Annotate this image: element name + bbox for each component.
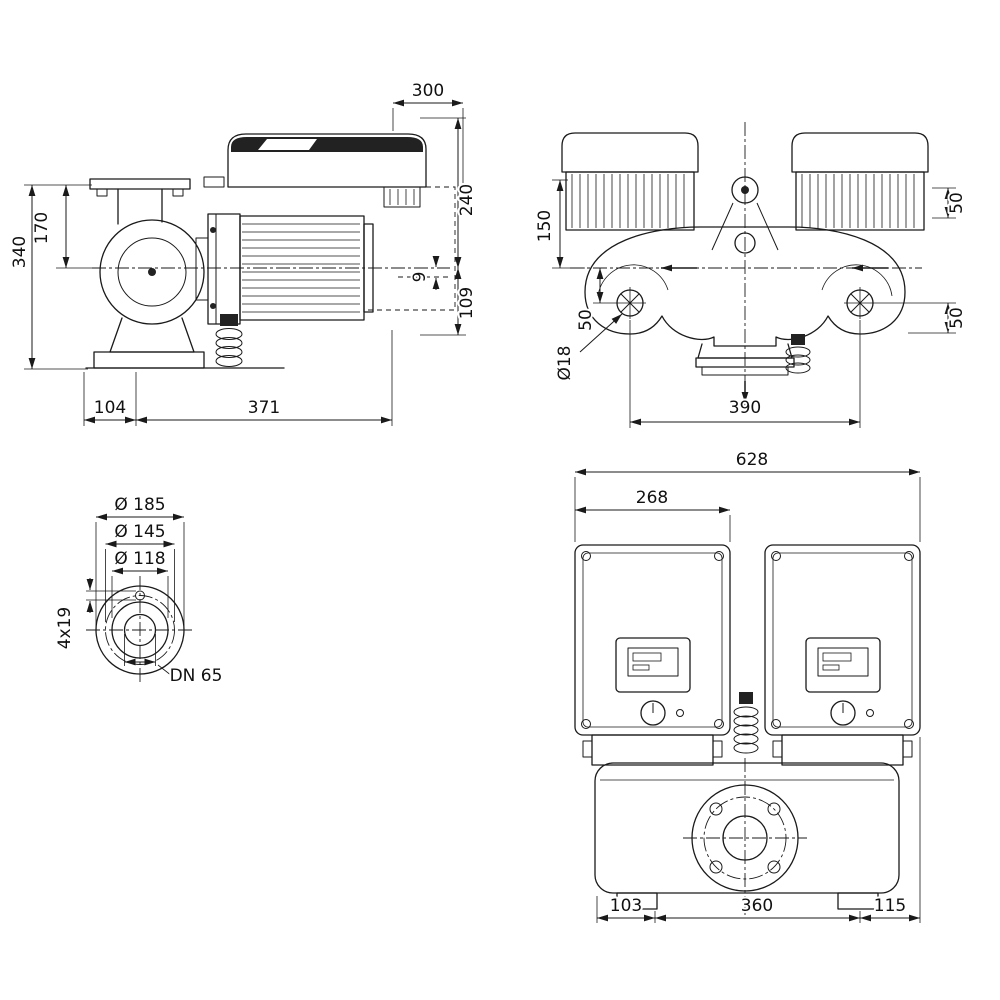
dim-top-150: 150: [535, 210, 555, 242]
dim-side-104: 104: [94, 398, 126, 418]
dim-front-268: 268: [636, 488, 668, 508]
front-view: [574, 544, 921, 915]
left-foot: [616, 892, 658, 910]
left-module-top: [561, 132, 699, 173]
dim-flange-dn65: DN 65: [170, 666, 223, 686]
terminal-block: [383, 186, 421, 208]
display-bezel: [805, 637, 881, 693]
bolt-hole: [709, 860, 723, 874]
left-motor-flange: [591, 734, 714, 766]
dim-front-115: 115: [874, 896, 906, 916]
screw-icon: [904, 719, 914, 729]
dim-side-240: 240: [457, 184, 477, 216]
screw-icon: [771, 719, 781, 729]
screw-icon: [581, 551, 591, 561]
coiled-cable: [785, 346, 811, 358]
dim-front-360: 360: [741, 896, 773, 916]
screw-icon: [581, 719, 591, 729]
left-motor-fins: [565, 171, 695, 231]
left-port-bolt: [614, 287, 646, 319]
dim-flange-4x19: 4x19: [55, 607, 75, 650]
control-knob: [830, 700, 856, 726]
dim-flange-185: Ø 185: [114, 495, 165, 515]
dim-side-300: 300: [412, 81, 444, 101]
dim-top-bolt-hole: Ø18: [555, 345, 575, 380]
bolt-hole: [709, 802, 723, 816]
volute-casing: [99, 219, 205, 325]
right-port-bolt: [844, 287, 876, 319]
bolt-hole: [767, 860, 781, 874]
dim-front-628: 628: [736, 450, 768, 470]
button-dot: [676, 709, 684, 717]
dim-flange-145: Ø 145: [114, 522, 165, 542]
control-knob: [640, 700, 666, 726]
display-bezel: [615, 637, 691, 693]
suction-flange: [89, 178, 191, 190]
module-connector: [203, 176, 225, 188]
twin-volute-casing: [584, 226, 906, 347]
cable-connector: [791, 334, 805, 345]
dim-top-50-left: 50: [576, 309, 596, 331]
bolt-hole: [767, 802, 781, 816]
dim-side-340: 340: [10, 236, 30, 268]
envelope-outline: [364, 186, 456, 311]
dim-side-371: 371: [248, 398, 280, 418]
dim-top-50-right-top: 50: [947, 192, 967, 214]
screw-icon: [771, 551, 781, 561]
right-module-top: [791, 132, 929, 173]
front-view-dimensions: 628 268 103 360 115: [574, 448, 921, 923]
cable-connector: [739, 692, 753, 704]
shaft-center: [148, 268, 156, 276]
screw-icon: [714, 551, 724, 561]
base-plate: [93, 351, 205, 369]
display-screen: [627, 647, 679, 677]
side-view-dimensions: 300 240 109 9 170 340 104 371: [8, 79, 479, 426]
flange-view-dimensions: Ø 185 Ø 145 Ø 118 4x19 DN 65: [53, 493, 224, 688]
module-display-window: [258, 139, 317, 150]
side-view: [85, 133, 456, 369]
dim-front-103: 103: [610, 896, 642, 916]
dim-top-390: 390: [729, 398, 761, 418]
left-control-module: [574, 544, 731, 736]
coiled-cable: [733, 706, 759, 718]
right-motor-fins: [795, 171, 925, 231]
display-screen: [817, 647, 869, 677]
right-control-module: [764, 544, 921, 736]
right-motor-flange: [781, 734, 904, 766]
pump-body: [594, 762, 900, 894]
button-dot: [866, 709, 874, 717]
dim-flange-118: Ø 118: [114, 549, 165, 569]
motor-fins: [242, 223, 360, 313]
pump-foot: [109, 317, 195, 353]
cable-connector: [220, 314, 238, 326]
top-view-dimensions: 150 50 50 50 Ø18 390: [533, 179, 969, 428]
coiled-cable: [215, 328, 243, 340]
dim-side-109: 109: [457, 287, 477, 319]
top-view: [561, 122, 929, 410]
right-foot: [837, 892, 879, 910]
screw-icon: [904, 551, 914, 561]
dim-side-170: 170: [32, 212, 52, 244]
dim-top-50-right-bottom: 50: [947, 307, 967, 329]
screw-icon: [714, 719, 724, 729]
dim-side-9: 9: [410, 272, 430, 283]
